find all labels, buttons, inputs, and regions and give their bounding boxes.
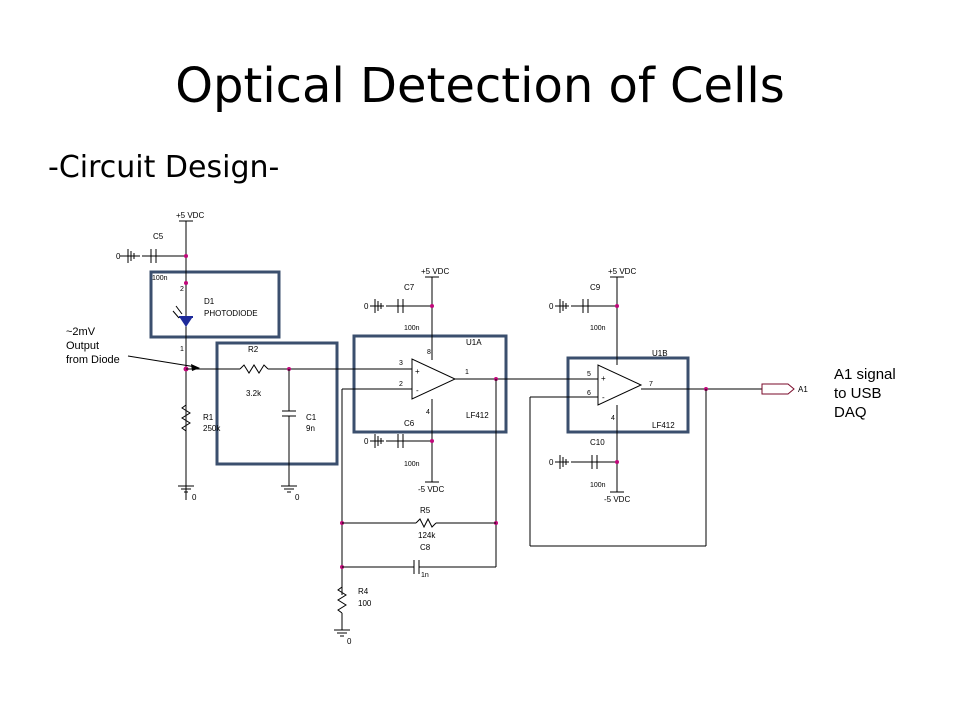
ground-label: 0 [347,637,352,646]
c8-ref: C8 [420,543,431,552]
rc-filter: R2 3.2k C1 9n 0 [186,345,380,502]
pin-label: 1 [180,346,184,353]
d1-ref: D1 [204,297,215,306]
c6-ref: C6 [404,419,415,428]
note-line: to USB [834,384,882,402]
c8-value: 1n [421,572,429,579]
c1-ref: C1 [306,413,317,422]
rc-filter-block [215,341,339,466]
pin-label: 7 [649,381,653,388]
r4-value: 100 [358,599,372,608]
r2-value: 3.2k [246,389,262,398]
note-line: DAQ [834,403,867,421]
slide-subtitle: -Circuit Design- [48,150,280,185]
c9-ref: C9 [590,283,601,292]
u1b-opamp: +5 VDC 0 C9 100n U1B + - 5 6 7 4 LF412 0 [529,267,762,547]
c5-value: 100n [152,275,168,282]
c6-value: 100n [404,461,420,468]
supply-label: +5 VDC [421,267,449,276]
u1a-value: LF412 [466,411,489,420]
c7-ref: C7 [404,283,415,292]
pin-label: 5 [587,371,591,378]
pin-label: + [601,374,606,383]
r1-ref: R1 [203,413,214,422]
pin-label: 8 [427,349,431,356]
pin-label: 6 [587,390,591,397]
ground-label: 0 [192,493,197,502]
note-line: Output [66,339,100,352]
pin-label: 3 [399,360,403,367]
note-line: ~2mV [66,326,96,338]
u1a-opamp: +5 VDC 0 C7 100n 8 U1A + - 3 2 1 4 LF412 [342,267,570,494]
ground-label: 0 [549,302,554,311]
ground-label: 0 [116,252,121,261]
diode-output-note: ~2mV Output from Diode [66,326,120,367]
pin-label: 4 [611,415,615,422]
pin-label: 2 [399,381,403,388]
slide-title: Optical Detection of Cells [175,58,785,114]
output-label: A1 [798,385,808,394]
photodiode-block [149,270,281,339]
left-supply-branch: +5 VDC 0 C5 100n 2 1 D1 PHOTODIODE R1 25… [116,211,258,502]
photodiode-symbol [180,318,192,327]
ground-label: 0 [295,493,300,502]
c10-ref: C10 [590,438,605,447]
c7-value: 100n [404,325,420,332]
ground-label: 0 [549,458,554,467]
pin-label: + [415,367,420,376]
daq-signal-note: A1 signal to USB DAQ [834,366,896,422]
pin-label: 4 [426,409,430,416]
u1b-block [566,356,690,434]
u1a-ref: U1A [466,338,482,347]
c9-value: 100n [590,325,606,332]
pin-label: - [602,393,605,402]
r2-ref: R2 [248,345,259,354]
r5-ref: R5 [420,506,431,515]
output-port-a1: A1 [761,383,808,395]
supply-label: +5 VDC [176,211,204,220]
d1-value: PHOTODIODE [204,309,258,318]
note-line: from Diode [66,353,120,366]
feedback-network: R5 124k C8 1n R4 100 0 [334,379,498,646]
c1-value: 9n [306,424,315,433]
c5-ref: C5 [153,232,164,241]
note-line: A1 signal [834,366,896,383]
annotation-arrow [127,355,197,368]
pin-label: 1 [465,369,469,376]
ground-label: 0 [364,302,369,311]
ground-label: 0 [364,437,369,446]
r4-ref: R4 [358,587,369,596]
c10-value: 100n [590,482,606,489]
r5-value: 124k [418,531,436,540]
r1-value: 250k [203,424,221,433]
u1b-ref: U1B [652,349,668,358]
pin-label: 2 [180,286,184,293]
supply-label: +5 VDC [608,267,636,276]
pin-label: - [416,386,419,395]
u1a-block [352,334,508,434]
supply-label: -5 VDC [604,495,630,504]
supply-label: -5 VDC [418,485,444,494]
u1b-value: LF412 [652,421,675,430]
